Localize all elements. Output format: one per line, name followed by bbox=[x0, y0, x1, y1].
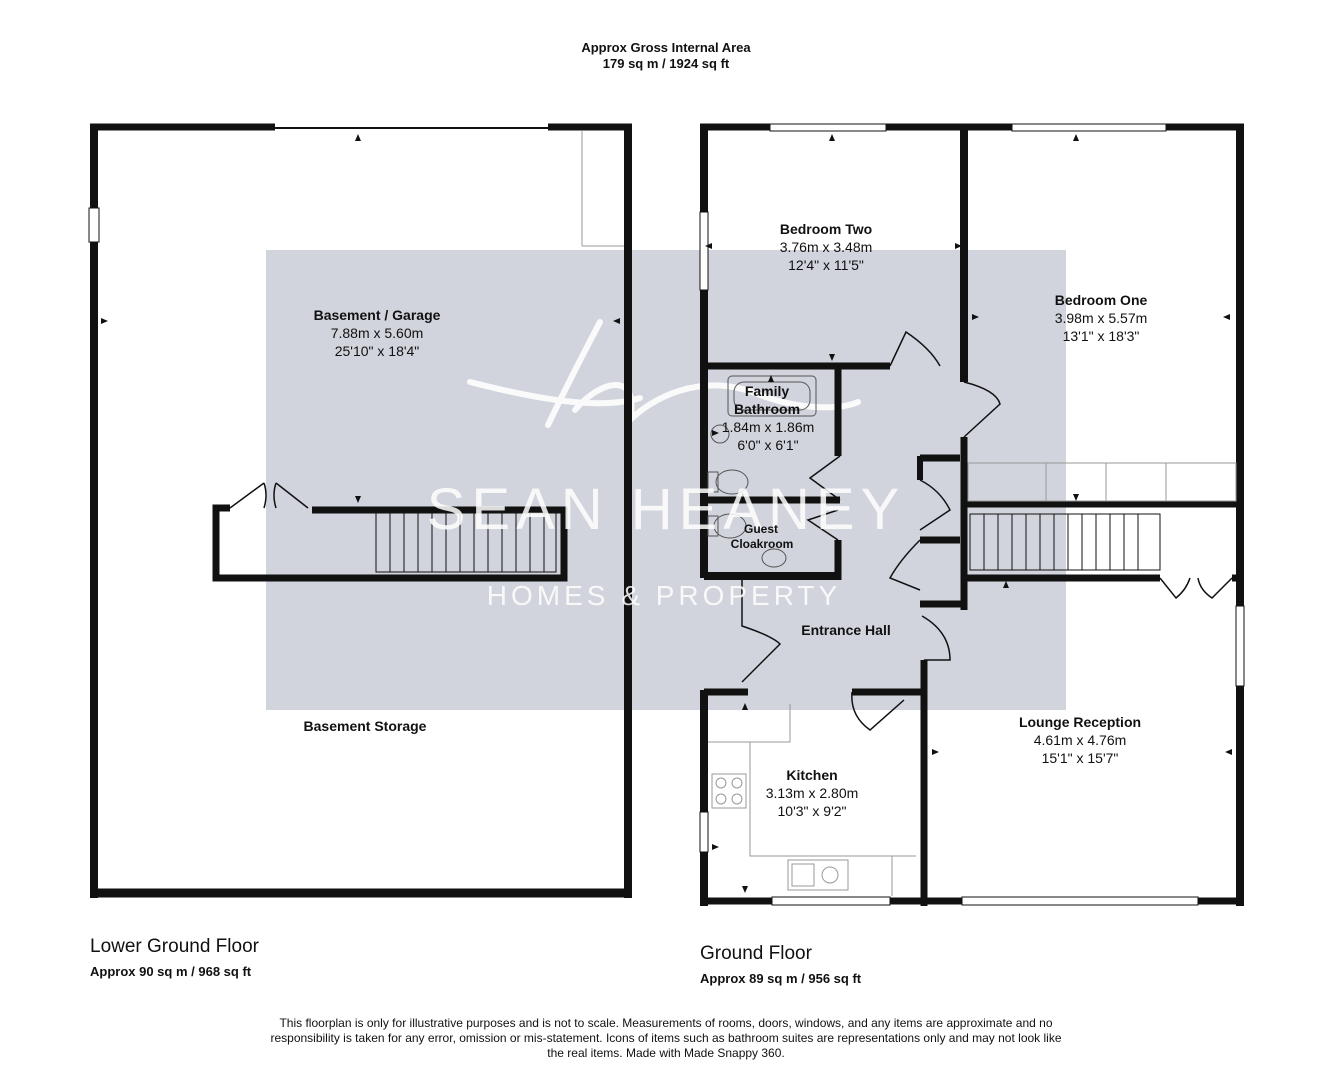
ground-floor-area: Approx 89 sq m / 956 sq ft bbox=[700, 971, 862, 986]
disclaimer-text: This floorplan is only for illustrative … bbox=[270, 1016, 1062, 1060]
room-dim-bedroom-one-imperial: 13'1" x 18'3" bbox=[1062, 328, 1140, 344]
gross-area-value: 179 sq m / 1924 sq ft bbox=[602, 56, 730, 71]
windows bbox=[699, 123, 1245, 906]
watermark-panel bbox=[266, 250, 1066, 710]
ground-floor-walls bbox=[700, 123, 1244, 906]
kitchen-fittings bbox=[708, 704, 916, 896]
room-dim-lounge-imperial: 15'1" x 15'7" bbox=[1041, 750, 1119, 766]
ground-floor-title: Ground Floor bbox=[700, 943, 812, 964]
room-dim-bathroom-imperial: 6'0" x 6'1" bbox=[737, 437, 799, 453]
room-name-garage: Basement / Garage bbox=[313, 307, 441, 323]
lower-floor-title: Lower Ground Floor bbox=[90, 936, 259, 957]
room-name-kitchen: Kitchen bbox=[786, 767, 838, 783]
room-dim-lounge-metric: 4.61m x 4.76m bbox=[1033, 732, 1127, 748]
room-dim-kitchen-metric: 3.13m x 2.80m bbox=[765, 785, 859, 801]
room-dim-garage-metric: 7.88m x 5.60m bbox=[330, 325, 424, 341]
watermark-tagline: HOMES & PROPERTY bbox=[486, 580, 842, 611]
room-dim-bedroom-two-metric: 3.76m x 3.48m bbox=[779, 239, 873, 255]
gross-area-title: Approx Gross Internal Area bbox=[581, 40, 751, 55]
storage-door bbox=[229, 482, 309, 509]
wardrobes bbox=[967, 462, 1237, 502]
room-dim-kitchen-imperial: 10'3" x 9'2" bbox=[777, 803, 847, 819]
room-name-bathroom-line2: Bathroom bbox=[733, 401, 801, 417]
basement-stairs bbox=[375, 511, 557, 573]
room-name-hall: Entrance Hall bbox=[801, 622, 891, 638]
ground-stairs bbox=[969, 513, 1161, 571]
room-name-storage: Basement Storage bbox=[303, 718, 427, 734]
room-name-bathroom-line1: Family bbox=[744, 383, 790, 399]
doors bbox=[741, 330, 1233, 731]
room-dim-bedroom-one-metric: 3.98m x 5.57m bbox=[1054, 310, 1148, 326]
room-name-lounge: Lounge Reception bbox=[1018, 714, 1142, 730]
lower-floor-area: Approx 90 sq m / 968 sq ft bbox=[90, 964, 252, 979]
window bbox=[88, 207, 100, 243]
room-name-cloakroom-line2: Cloakroom bbox=[730, 537, 794, 551]
dimension-arrows bbox=[705, 134, 1232, 893]
room-name-bedroom-two: Bedroom Two bbox=[779, 221, 873, 237]
room-dim-bathroom-metric: 1.84m x 1.86m bbox=[721, 419, 815, 435]
dimension-arrows bbox=[101, 134, 620, 503]
room-name-cloakroom-line1: Guest bbox=[743, 522, 779, 536]
room-dim-bedroom-two-imperial: 12'4" x 11'5" bbox=[788, 257, 864, 273]
lower-floor-walls bbox=[90, 123, 632, 898]
room-name-bedroom-one: Bedroom One bbox=[1054, 292, 1148, 308]
room-dim-garage-imperial: 25'10" x 18'4" bbox=[334, 343, 420, 359]
watermark-name: SEAN HEANEY bbox=[426, 477, 906, 542]
